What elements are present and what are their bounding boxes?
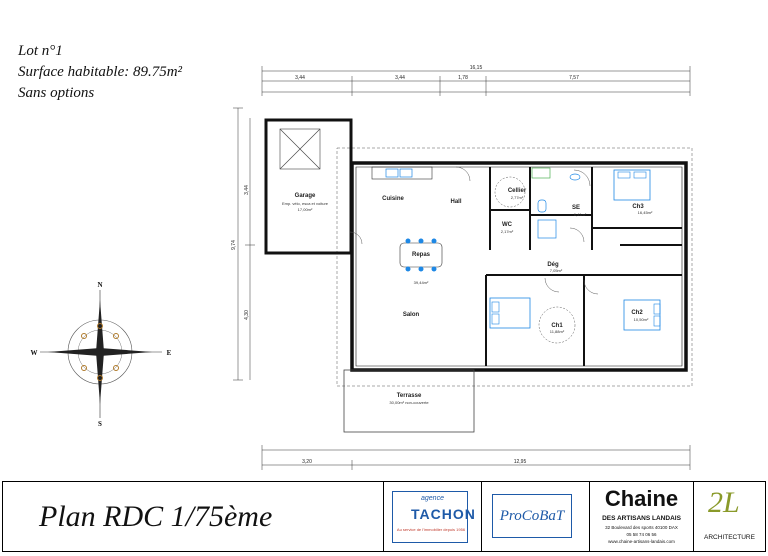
dim-left-2: 4,30	[244, 310, 250, 320]
repas-area: 39,44m²	[414, 280, 429, 285]
floor-plan: 16,15 3,44 3,44 1,78 7,57 9,74 3,44 4,30…	[31, 65, 693, 470]
chaine-address: 32 Boulevard des sports 40100 DAX	[605, 525, 678, 530]
bathroom-fixtures	[531, 167, 581, 239]
agency-name: TACHON	[411, 506, 476, 522]
kitchen-counter	[371, 166, 433, 180]
chaine-name: Chaine	[604, 486, 679, 511]
chaine-sub: DES ARTISANS LANDAIS	[602, 515, 681, 522]
se-area: 6,41m²	[574, 212, 587, 217]
dim-bottom-total: 12,95	[514, 459, 527, 465]
ch2-label: Ch2	[631, 310, 643, 316]
chaine-artisans-logo: Chaine DES ARTISANS LANDAIS 32 Boulevard…	[589, 482, 693, 551]
ch3-label: Ch3	[632, 204, 644, 210]
house-walls	[350, 161, 688, 372]
ch3-area: 16,45m²	[638, 210, 653, 215]
se-label: SE	[572, 205, 580, 211]
top-dimension-lines	[261, 66, 691, 96]
title-block: Plan RDC 1/75ème agence TACHON Au servic…	[2, 481, 766, 552]
wc-fixture	[537, 199, 547, 213]
wc-label: WC	[502, 222, 513, 228]
dim-bottom-1: 3,20	[302, 459, 312, 465]
options-note: Sans options	[18, 85, 95, 101]
compass-e: E	[167, 349, 172, 357]
hall-label: Hall	[450, 199, 461, 205]
ch1-bed	[489, 297, 531, 329]
door-swings	[349, 166, 599, 295]
garage-area: 17,00m²	[298, 207, 313, 212]
wc-area: 2,17m²	[501, 229, 514, 234]
procobat-text: ProCoBaT	[499, 507, 565, 524]
salon-label: Salon	[403, 312, 420, 318]
dim-top-3: 1,78	[458, 75, 468, 81]
garage	[264, 118, 353, 255]
left-dimension-lines	[233, 107, 255, 381]
dim-left-1: 3,44	[244, 185, 250, 195]
property-outline	[336, 147, 693, 387]
garage-note: Emp. vélo, esca et voiture	[282, 201, 329, 206]
compass-rose-icon	[40, 290, 162, 418]
compass-w: W	[31, 349, 38, 357]
procobat-logo: ProCoBaT	[481, 482, 583, 551]
deg-label: Dég	[547, 262, 559, 268]
garage-label: Garage	[295, 193, 316, 199]
lot-number: Lot n°1	[18, 43, 63, 59]
dim-top-1: 3,44	[295, 75, 305, 81]
interior-walls	[485, 167, 682, 366]
bottom-dimension-lines	[261, 445, 691, 470]
deg-area: 7,05m²	[550, 268, 563, 273]
cuisine-label: Cuisine	[382, 196, 404, 202]
ch2-bed	[623, 299, 661, 331]
archi-mark: 2L	[708, 486, 740, 519]
terrasse-area: 30,00m² non-couverte	[389, 400, 429, 405]
terrasse-label: Terrasse	[397, 393, 422, 399]
2l-architecture-logo: 2L ARCHITECTURE	[693, 482, 765, 551]
plan-title: Plan RDC 1/75ème	[39, 499, 273, 533]
repas-label: Repas	[412, 252, 431, 258]
dim-top-2: 3,44	[395, 75, 405, 81]
ch1-area: 11,88m²	[550, 329, 565, 334]
ch1-label: Ch1	[551, 323, 563, 329]
dining-table	[399, 238, 443, 272]
chaine-website[interactable]: www.chaine-artisans-landais.com	[608, 539, 675, 544]
archi-text: ARCHITECTURE	[704, 534, 755, 541]
ch2-area: 10,50m²	[634, 317, 649, 322]
cellier-area: 2,77m²	[511, 195, 524, 200]
terrasse	[343, 369, 475, 433]
dim-top-4: 7,57	[569, 75, 579, 81]
agency-label: agence	[421, 495, 444, 502]
dim-top-total: 16,15	[470, 65, 483, 71]
compass-s: S	[98, 420, 102, 428]
agence-tachon-logo: agence TACHON Au service de l'immobilier…	[383, 482, 475, 551]
chaine-phone: 05 58 74 06 56	[626, 532, 657, 537]
cellier-label: Cellier	[508, 188, 527, 194]
surface-habitable: Surface habitable: 89.75m²	[18, 64, 183, 80]
agency-tagline: Au service de l'immobilier depuis 1956	[396, 527, 466, 532]
ch3-bed	[613, 169, 651, 201]
compass-n: N	[97, 281, 102, 289]
dim-left-total: 9,74	[231, 240, 237, 250]
